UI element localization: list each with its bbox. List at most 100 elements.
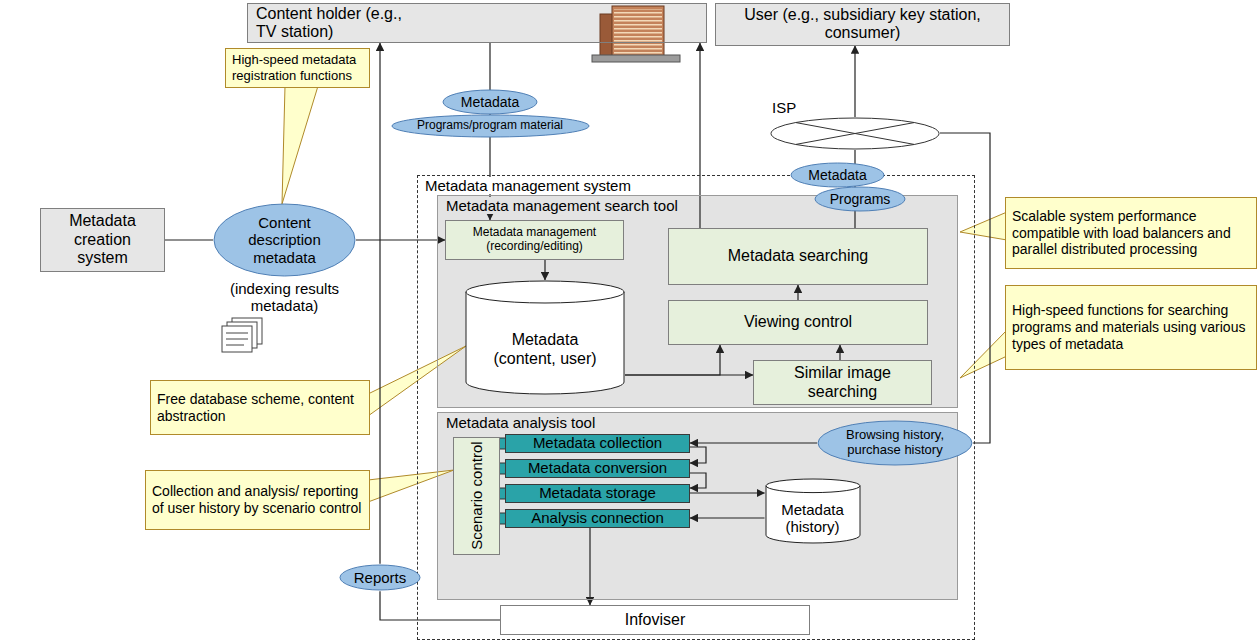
document-icon xyxy=(222,318,262,352)
node-label: Reports xyxy=(354,569,407,586)
node-label: (indexing results metadata) xyxy=(210,280,360,315)
database-cylinder: Metadata (history) xyxy=(765,478,861,544)
node-label: Metadata management system xyxy=(423,177,633,194)
ellipse-shape xyxy=(815,187,905,211)
node-label: Programs/program material xyxy=(417,119,563,133)
node-label: Free database scheme, content abstractio… xyxy=(157,391,363,425)
connector xyxy=(690,473,706,488)
node-label: Metadata conversion xyxy=(528,460,667,477)
connector xyxy=(690,442,817,443)
ellipse-shape xyxy=(818,421,972,465)
connector xyxy=(839,345,840,360)
node-label: Metadata searching xyxy=(728,247,869,265)
system-box: Content holder (e.g., TV station) xyxy=(247,3,707,43)
connector xyxy=(544,260,545,280)
data-ellipse: Content description metadata(indexing re… xyxy=(213,203,356,277)
connector xyxy=(165,239,213,240)
data-ellipse: Metadata xyxy=(790,162,885,188)
connector xyxy=(625,345,720,375)
node-label: Metadata analysis tool xyxy=(444,414,597,431)
data-ellipse: Metadata xyxy=(442,89,538,115)
database-cylinder: Metadata (content, user) xyxy=(465,280,625,395)
node-label: Metadata management search tool xyxy=(444,197,680,214)
control-bar: Scenario control xyxy=(453,437,500,555)
ellipse-shape xyxy=(340,565,420,590)
cross-mark xyxy=(796,123,915,145)
connector xyxy=(690,517,765,518)
connector xyxy=(940,133,990,443)
callout-pointer xyxy=(282,86,1007,502)
node-label: Metadata management (recording/editing) xyxy=(450,226,619,254)
function-box: Similar image searching xyxy=(753,360,932,405)
step-box: Metadata storage xyxy=(505,484,690,503)
function-box: Metadata searching xyxy=(668,228,928,285)
data-ellipse: Programs/program material xyxy=(391,114,590,138)
node-label: ISP xyxy=(772,99,796,116)
function-box: Viewing control xyxy=(668,300,928,345)
node-label: User (e.g., subsidiary key station, cons… xyxy=(722,6,1003,43)
panel-fill xyxy=(437,412,958,600)
callout-note: High-speed functions for searching progr… xyxy=(1005,285,1257,370)
connector xyxy=(356,239,445,240)
connector xyxy=(625,374,753,375)
ellipse-shape xyxy=(791,163,884,187)
node-label: Metadata xyxy=(461,94,519,110)
output-box: Infoviser xyxy=(500,605,810,635)
step-box: Analysis connection xyxy=(505,509,690,528)
data-ellipse: Browsing history, purchase history xyxy=(817,420,973,466)
node-label: Browsing history, purchase history xyxy=(839,428,951,458)
connector xyxy=(690,447,706,463)
node-label: Similar image searching xyxy=(758,364,927,401)
oval-shape xyxy=(771,118,939,149)
callout-note: Scalable system performance compatible w… xyxy=(1005,197,1257,269)
node-label: Content holder (e.g., TV station) xyxy=(256,5,406,42)
connector xyxy=(690,492,765,493)
node-label: Metadata storage xyxy=(539,485,656,502)
function-box: Metadata management (recording/editing) xyxy=(445,220,624,260)
system-boundary: Metadata management systemMetadata manag… xyxy=(417,175,975,640)
connector xyxy=(589,528,590,605)
ellipse-shape xyxy=(214,204,355,276)
node-label: Content description metadata xyxy=(235,214,335,266)
node-label: Metadata (history) xyxy=(773,501,853,536)
node-label: Viewing control xyxy=(744,313,852,331)
system-box: User (e.g., subsidiary key station, cons… xyxy=(715,3,1010,46)
connector xyxy=(797,285,798,300)
callout-note: High-speed metadata registration functio… xyxy=(225,48,370,88)
node-label: Metadata creation system xyxy=(47,212,158,267)
step-box: Metadata conversion xyxy=(505,459,690,478)
node-label: Metadata (content, user) xyxy=(485,331,605,368)
callout-note: Collection and analysis/ reporting of us… xyxy=(145,470,370,530)
connector xyxy=(380,591,500,620)
node-label: Scalable system performance compatible w… xyxy=(1012,208,1250,258)
data-ellipse: Reports xyxy=(339,564,421,591)
isp-oval-outline xyxy=(770,117,940,150)
node-label: Analysis connection xyxy=(531,510,664,527)
connector xyxy=(699,43,700,228)
node-label: Programs xyxy=(830,191,891,207)
node-label: Metadata collection xyxy=(533,435,662,452)
node-label: High-speed functions for searching progr… xyxy=(1012,302,1250,352)
node-label: Collection and analysis/ reporting of us… xyxy=(152,483,363,517)
connector xyxy=(379,43,380,564)
step-box: Metadata collection xyxy=(505,434,690,453)
callout-note: Free database scheme, content abstractio… xyxy=(150,380,370,435)
node-label: Metadata xyxy=(808,167,866,183)
node-label: High-speed metadata registration functio… xyxy=(232,52,363,83)
cylinder-body xyxy=(766,485,860,542)
data-ellipse: Programs xyxy=(814,186,906,212)
panel-fill xyxy=(437,195,958,408)
cylinder-top xyxy=(466,281,624,303)
cylinder-top xyxy=(766,479,860,493)
connector xyxy=(854,46,855,117)
system-box: Metadata creation system xyxy=(40,208,165,272)
tool-panel: Metadata analysis toolScenario controlMe… xyxy=(437,412,958,600)
isp-oval: ISP xyxy=(770,117,940,150)
node-label: Infoviser xyxy=(625,611,685,629)
cylinder-body xyxy=(466,292,624,394)
building-icon xyxy=(592,6,680,62)
ellipse-shape xyxy=(392,115,589,137)
node-label: Scenario control xyxy=(468,442,485,550)
tool-panel: Metadata management search toolMetadata … xyxy=(437,195,958,408)
ellipse-shape xyxy=(443,90,537,114)
